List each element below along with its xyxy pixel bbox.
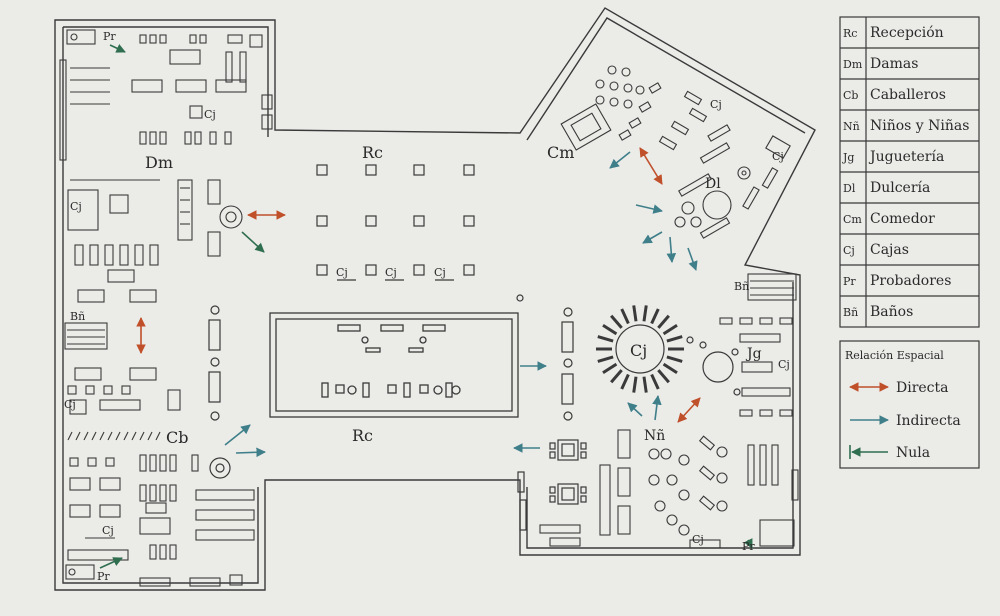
label-probadores-right: Pr xyxy=(742,540,755,553)
legend-code: Cb xyxy=(843,89,858,102)
jugueteria-fixtures xyxy=(539,317,799,549)
relation-legend-title: Relación Espacial xyxy=(845,349,944,362)
relation-legend xyxy=(839,340,980,469)
legend-name: Baños xyxy=(870,304,913,320)
central-island xyxy=(269,312,519,418)
label-recepcion-top: Rc xyxy=(362,143,383,162)
legend-code: Rc xyxy=(843,27,857,40)
caja-spoke xyxy=(610,314,623,329)
label-cajas-left2: Cj xyxy=(64,398,76,411)
comedor-fixtures xyxy=(560,65,791,239)
caja-spoke xyxy=(632,376,638,393)
legend-code: Nñ xyxy=(843,120,860,133)
caja-spoke xyxy=(650,373,660,390)
legend-code: Pr xyxy=(843,275,856,288)
legend-name: Cajas xyxy=(870,242,909,258)
legend-name: Comedor xyxy=(870,211,935,227)
label-cajas-center1: Cj xyxy=(336,266,348,279)
label-comedor: Cm xyxy=(547,143,574,162)
label-damas: Dm xyxy=(145,153,173,172)
legend-name: Dulcería xyxy=(870,180,930,196)
caja-spoke xyxy=(620,373,630,390)
legend-code: Jg xyxy=(842,151,854,164)
caja-spoke xyxy=(632,305,638,322)
ninos-round-cajas xyxy=(596,305,741,396)
label-jugueteria: Jg xyxy=(745,346,762,362)
label-banos-left: Bñ xyxy=(70,310,85,323)
caballeros-fixtures xyxy=(65,367,255,587)
legend-code: Dm xyxy=(843,58,863,71)
legend-code: Cm xyxy=(843,213,862,226)
banos-left-fixtures xyxy=(64,322,108,350)
reception-grid xyxy=(316,164,475,281)
label-cajas-round: Cj xyxy=(630,341,647,360)
caja-spoke xyxy=(666,335,683,343)
label-caballeros: Cb xyxy=(166,428,188,447)
label-cajas-damas: Cj xyxy=(204,108,216,121)
label-cajas-jugueteria: Cj xyxy=(778,358,790,371)
caja-spoke xyxy=(597,355,614,363)
caja-spoke xyxy=(666,355,683,363)
aisle-fixtures xyxy=(208,294,574,479)
caja-spoke xyxy=(602,362,618,375)
caja-spoke xyxy=(642,376,648,393)
relation-arrows xyxy=(99,43,753,569)
legend-name: Recepción xyxy=(870,25,944,41)
label-probadores-bottom: Pr xyxy=(97,570,110,583)
label-probadores-top: Pr xyxy=(103,30,116,43)
caja-spoke xyxy=(662,362,678,375)
label-cajas-center3: Cj xyxy=(434,266,446,279)
damas-fixtures xyxy=(59,29,273,303)
area-labels: Dm Cb Rc Rc Cm Jg Dl Nñ Bñ Bñ Pr Pr Pr C… xyxy=(64,30,790,583)
legend-name: Probadores xyxy=(870,273,951,289)
legend-code: Bñ xyxy=(843,306,858,319)
label-cajas-comedor2: Cj xyxy=(772,150,784,163)
banos-right-fixtures xyxy=(747,273,797,301)
dining-tables xyxy=(517,439,587,531)
label-cajas-center2: Cj xyxy=(385,266,397,279)
caja-spoke xyxy=(657,369,670,384)
label-dulceria: Dl xyxy=(705,176,721,192)
caja-spoke xyxy=(662,323,678,336)
caja-spoke xyxy=(657,314,670,329)
legend-code: Dl xyxy=(843,182,856,195)
caja-spoke xyxy=(602,323,618,336)
caja-spoke xyxy=(642,305,648,322)
label-banos-right: Bñ xyxy=(734,280,749,293)
legend-name: Niños y Niñas xyxy=(870,118,969,134)
caja-spoke xyxy=(597,335,614,343)
legend-directa-label: Directa xyxy=(896,380,949,396)
legend-name: Damas xyxy=(870,56,918,72)
legend-name: Caballeros xyxy=(870,87,946,103)
legend-name: Juguetería xyxy=(868,149,944,165)
label-recepcion-bottom: Rc xyxy=(352,426,373,445)
building-outline xyxy=(54,7,816,591)
label-cajas-comedor1: Cj xyxy=(710,98,722,111)
label-cajas-left1: Cj xyxy=(70,200,82,213)
label-cajas-caballeros: Cj xyxy=(102,524,114,537)
label-cajas-bottom: Cj xyxy=(692,533,704,546)
caja-spoke xyxy=(650,308,660,325)
legend-nula-label: Nula xyxy=(896,445,930,461)
caja-spoke xyxy=(610,369,623,384)
label-ninos: Nñ xyxy=(644,428,665,444)
legend-code: Cj xyxy=(843,244,855,257)
caja-spoke xyxy=(620,308,630,325)
legend-indirecta-label: Indirecta xyxy=(896,413,961,429)
relation-legend-swatches xyxy=(849,382,889,459)
